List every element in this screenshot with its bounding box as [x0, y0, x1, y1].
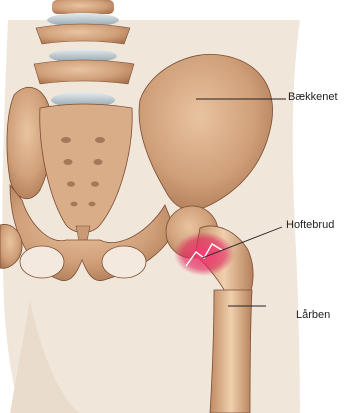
- label-femur: Lårben: [296, 309, 330, 321]
- label-fracture: Hoftebrud: [286, 219, 334, 231]
- fracture-highlight: [174, 232, 234, 276]
- label-pelvis: Bækkenet: [288, 91, 338, 103]
